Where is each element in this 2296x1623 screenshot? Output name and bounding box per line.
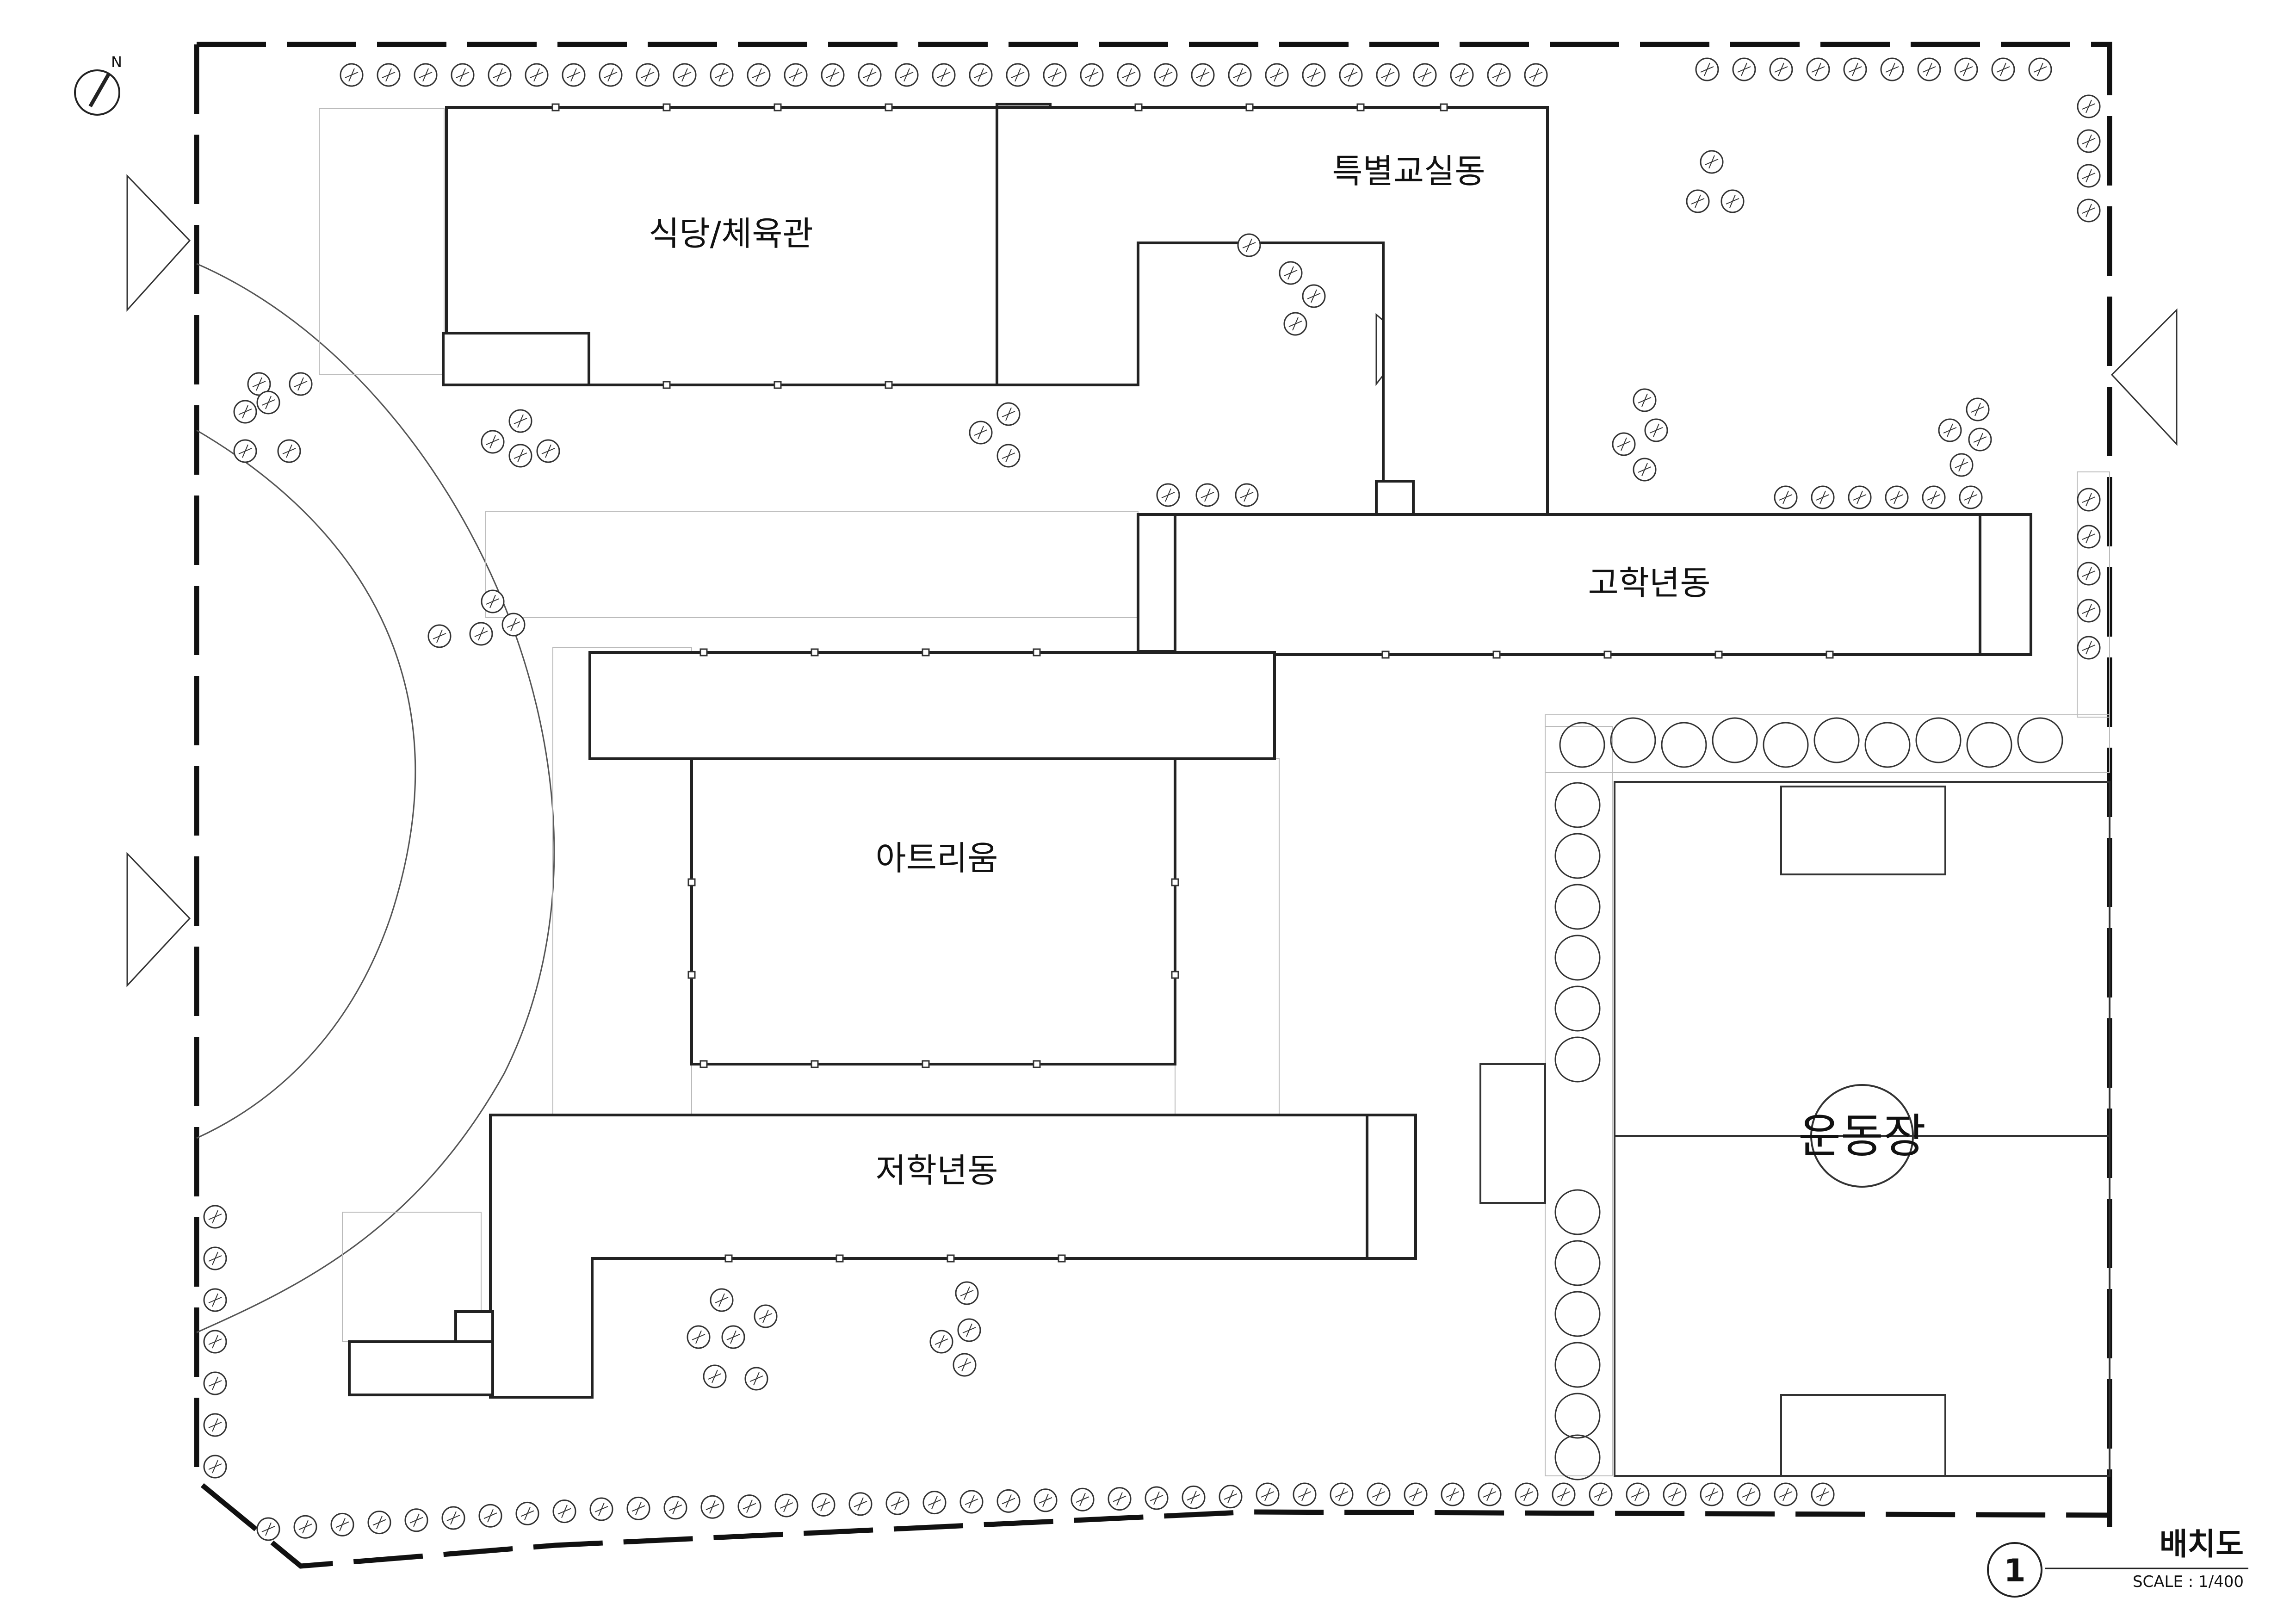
buildings: [348, 103, 2032, 1399]
label-atrium: 아트리움: [876, 839, 998, 878]
playground: [1479, 781, 2110, 1477]
title-block: 1 배치도 SCALE : 1/400: [1987, 1526, 2248, 1598]
perimeter-trees: [203, 57, 2101, 1541]
label-playground: 운동장: [1798, 1109, 1926, 1163]
north-arrow-icon: N: [74, 53, 122, 116]
entry-plaza-curves: [196, 263, 555, 1333]
drawing-number: 1: [2004, 1553, 2025, 1589]
label-special-classrooms: 특별교실동: [1332, 152, 1485, 191]
drawing-title: 배치도: [2160, 1526, 2244, 1562]
hedge-shrubs: [1554, 717, 2063, 1481]
label-junior-grades: 저학년동: [876, 1151, 998, 1190]
label-cafeteria-gym: 식당/체육관: [649, 214, 813, 253]
column-markers: [551, 103, 1834, 1263]
label-senior-grades: 고학년동: [1588, 564, 1711, 602]
drawing-scale: SCALE : 1/400: [2133, 1573, 2244, 1591]
north-arrow-letter: N: [111, 53, 122, 71]
